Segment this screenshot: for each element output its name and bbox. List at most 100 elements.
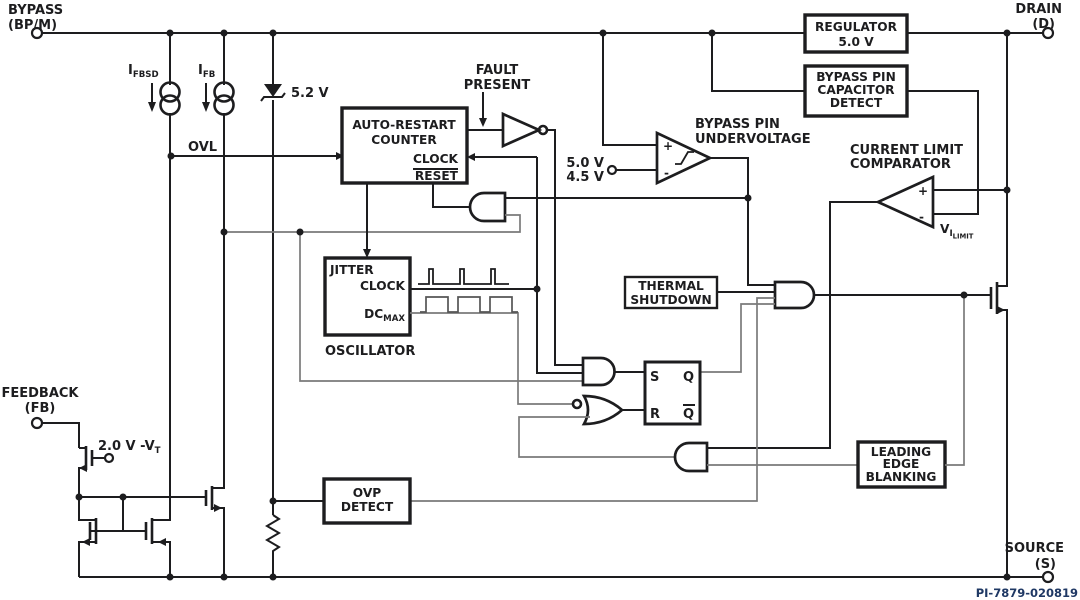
oscillator-caption: OSCILLATOR [325,344,415,359]
feedback-terminal [30,416,44,430]
ovp-output-wire [410,297,775,502]
reset-and-output-wire [432,183,470,208]
ovl-label: OVL [188,140,217,155]
bpcap-input-wire [711,33,805,92]
ifbsd-source-wire [152,541,171,577]
mosfet-drain-wire [998,33,1008,287]
regulator-label-2: 5.0 V [838,35,874,49]
fet-arrow [79,464,87,472]
drain-terminal [1041,26,1055,40]
bypass-pin-label-2: (BP/M) [8,18,57,33]
uv-label-2: UNDERVOLTAGE [695,132,811,147]
inverter-bubble [537,124,549,136]
ifb-source-wire [212,507,225,577]
uv-threshold-high-label: 5.0 V [566,156,604,171]
down-arrow-icon [479,118,487,127]
latch-qbar-label: Q [683,407,694,422]
current-limit-comparator [874,174,935,230]
inverter-gate [501,111,543,149]
blanking-and-gate [673,441,709,473]
down-arrow-icon [363,249,371,258]
bpcap-output-wire [907,90,979,215]
zener-voltage-label: 5.2 V [291,86,329,101]
clock-distribution-wire [536,157,583,374]
fet-source-stub [78,541,96,577]
fb-threshold-label: 2.0 V -VT [98,439,161,456]
uv-plus-input-wire [602,33,657,146]
ifb-current-source [202,81,235,116]
ifb-base: I [198,63,203,78]
bypass-terminal [30,26,44,40]
dcmax-output-wire [410,312,573,405]
cl-minus-sign: - [919,210,924,224]
dcmax-sub: MAX [383,314,405,324]
set-and-gate [581,356,616,387]
latch-s-label: S [650,370,659,385]
leading-edge-blanking-block [856,440,947,489]
sr-latch-block [643,360,702,426]
latch-q-feedback-wire [700,303,775,373]
current-source-circle [213,81,235,103]
cl-output-wire [707,201,878,449]
thermal-label-2: SHUTDOWN [630,293,711,307]
fb-state-branch-wire [299,232,583,382]
clock-waveform-icon [418,268,509,285]
junction-dots [75,29,1011,581]
zener-bar [260,92,286,102]
mirror-left-mosfet [78,497,98,577]
figure-code: PI-7879-020819 [976,586,1078,600]
vilimit-label: VILIMIT [940,222,974,241]
ifb-label: IFB [198,63,215,80]
source-terminal [1041,570,1055,584]
current-source-circle [213,94,235,116]
gate-drive-and-gate [773,280,816,310]
feedback-pin-label-2: (FB) [25,401,56,416]
ovp-label-1: OVP [353,486,381,500]
reset-and-gate [468,191,507,223]
cl-comparator-label-1: CURRENT LIMIT [850,143,963,158]
mosfet-source-wire [998,309,1008,577]
uv-plus-sign: + [663,139,673,153]
ifb-branch-wire [213,33,225,489]
drain-pin-label-2: (D) [1032,17,1055,32]
cl-comparator-label-2: COMPARATOR [850,157,951,172]
reset-port-label: RESET [415,169,459,183]
resistor-icon [265,514,281,553]
zener-triangle [264,84,282,97]
bypass-pin-label-1: BYPASS [8,3,63,18]
fet-arrow [158,538,166,546]
fb-threshold-sub: T [155,446,161,456]
drain-pin-label-1: DRAIN [1015,2,1062,17]
reset-or-gate [581,394,625,426]
source-pin-label-2: (S) [1035,557,1056,572]
auto-restart-label-2: COUNTER [371,133,437,147]
ifb-sink-mosfet [204,486,222,512]
fet-drain-stub [78,497,95,521]
or-input-bubble [571,398,583,410]
current-source-circle [159,81,181,103]
source-pin-label-1: SOURCE [1005,541,1064,556]
bpcap-label-1: BYPASS PIN [816,70,896,84]
thermal-label-1: THERMAL [638,279,704,293]
fet-arrow [214,504,222,512]
fb-input-wire [42,422,80,448]
fet-arrow [82,538,90,546]
bypass-cap-detect-block [803,64,909,118]
hysteresis-icon [675,151,694,165]
bpcap-label-3: DETECT [830,96,883,110]
fault-present-label-1: FAULT [476,63,519,78]
ovp-label-2: DETECT [341,500,394,514]
inverter-output-wire [547,129,583,366]
uv-minus-sign: - [664,166,669,180]
uv-label-1: BYPASS PIN [695,117,780,132]
zener-diode-5v2 [260,84,286,102]
ifbsd-branch-wire [153,33,171,521]
leb-label-1: LEADING [871,445,931,459]
regulator-label-1: REGULATOR [815,20,898,34]
bpcap-label-2: CAPACITOR [817,83,895,97]
power-mosfet [989,33,1008,577]
fet-source-stub [78,467,86,497]
down-arrow-icon [148,102,156,112]
